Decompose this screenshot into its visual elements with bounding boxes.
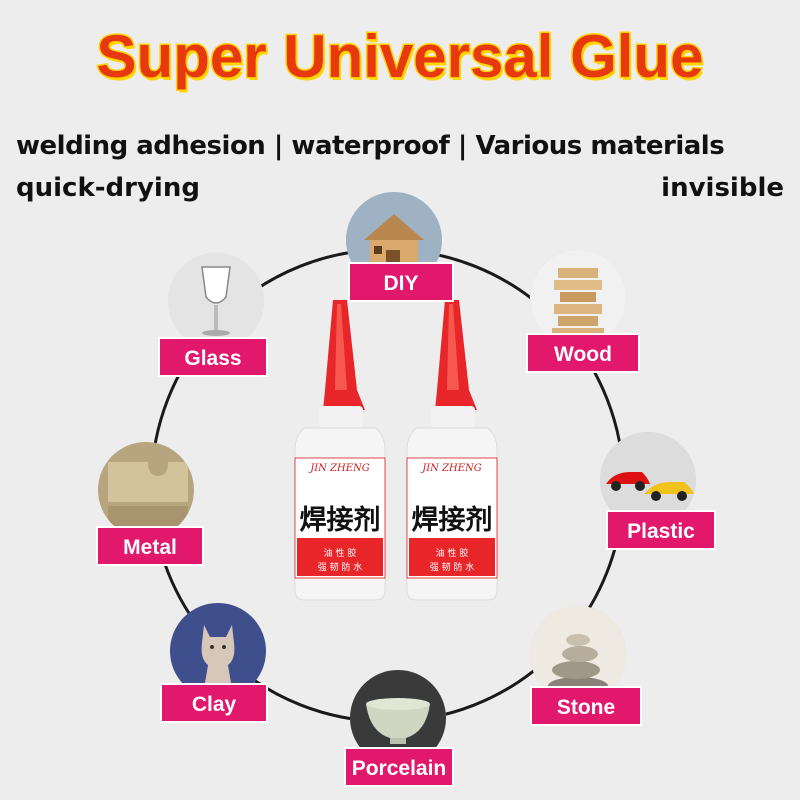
title: Super Universal Glue <box>95 22 705 92</box>
bottle-sub-label-2: 强 韧 防 水 <box>317 563 363 573</box>
bottle-graphic <box>294 300 386 635</box>
glue-bottle: JIN ZHENG 焊接剂 油 性 胶 强 韧 防 水 <box>285 300 395 640</box>
label-metal: Metal <box>96 526 204 566</box>
glue-bottle: JIN ZHENG 焊接剂 油 性 胶 强 韧 防 水 <box>397 300 507 640</box>
label-wood: Wood <box>526 333 640 373</box>
label-stone: Stone <box>530 686 642 726</box>
bottle-brand-script: JIN ZHENG <box>310 463 370 474</box>
metal-puzzle-icon <box>98 442 194 538</box>
label-glass: Glass <box>158 337 268 377</box>
label-clay: Clay <box>160 683 268 723</box>
tag-invisible: invisible <box>661 173 784 203</box>
tagline: welding adhesion | waterproof | Various … <box>16 131 725 161</box>
bottle-main-label: 焊接剂 <box>299 505 381 536</box>
bottle-brand-script: JIN ZHENG <box>422 463 482 474</box>
label-porcelain: Porcelain <box>344 747 454 787</box>
glue-bottles: JIN ZHENG 焊接剂 油 性 胶 强 韧 防 水 JIN ZHENG 焊接… <box>285 300 505 640</box>
bottle-sub-label-1: 油 性 胶 <box>323 549 357 559</box>
tag-quick-drying: quick-drying <box>16 173 200 203</box>
wood-blocks-icon <box>530 250 626 346</box>
bottle-sub-label-1: 油 性 胶 <box>435 549 469 559</box>
bottle-graphic <box>406 300 498 635</box>
bottle-main-label: 焊接剂 <box>411 505 493 536</box>
label-plastic: Plastic <box>606 510 716 550</box>
label-diy: DIY <box>348 262 454 302</box>
bottle-sub-label-2: 强 韧 防 水 <box>429 563 475 573</box>
wine-glass-icon <box>168 253 264 349</box>
